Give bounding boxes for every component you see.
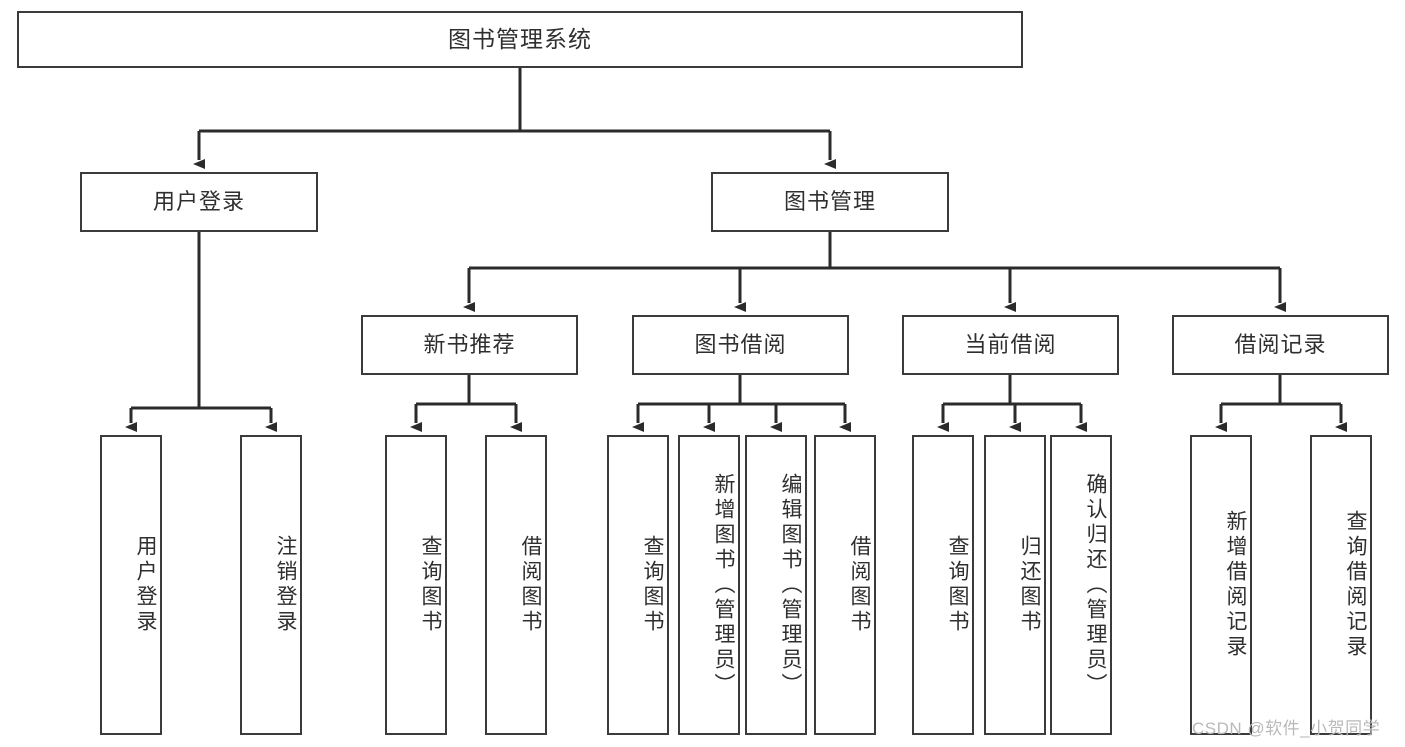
leaf-logout[interactable]: 注销登录	[240, 435, 302, 735]
leaf-add-book-admin-label: 新增图书（管理员）	[712, 472, 735, 698]
leaf-query-book-recommend-label: 查询图书	[419, 535, 442, 635]
leaf-confirm-return-admin-label: 确认归还（管理员）	[1084, 472, 1107, 698]
node-borrow-record-label: 借阅记录	[1234, 331, 1327, 357]
leaf-query-book-borrow-label: 查询图书	[641, 535, 664, 635]
node-book-management[interactable]: 图书管理	[711, 172, 949, 232]
leaf-return-book-label: 归还图书	[1018, 535, 1041, 635]
leaf-query-book-borrow[interactable]: 查询图书	[607, 435, 669, 735]
leaf-query-book-recommend[interactable]: 查询图书	[385, 435, 447, 735]
node-current-borrow-label: 当前借阅	[964, 331, 1057, 357]
leaf-user-login[interactable]: 用户登录	[100, 435, 162, 735]
leaf-borrow-book-label: 借阅图书	[848, 535, 871, 635]
leaf-borrow-book[interactable]: 借阅图书	[814, 435, 876, 735]
leaf-logout-label: 注销登录	[274, 535, 297, 635]
node-borrow-record[interactable]: 借阅记录	[1172, 315, 1389, 375]
leaf-query-book-current[interactable]: 查询图书	[912, 435, 974, 735]
leaf-add-borrow-record-label: 新增借阅记录	[1224, 510, 1247, 660]
leaf-user-login-label: 用户登录	[134, 535, 157, 635]
leaf-confirm-return-admin[interactable]: 确认归还（管理员）	[1050, 435, 1112, 735]
leaf-query-book-current-label: 查询图书	[946, 535, 969, 635]
node-root-label: 图书管理系统	[448, 25, 592, 52]
leaf-query-borrow-record[interactable]: 查询借阅记录	[1310, 435, 1372, 735]
leaf-borrow-book-recommend[interactable]: 借阅图书	[485, 435, 547, 735]
leaf-edit-book-admin-label: 编辑图书（管理员）	[779, 472, 802, 698]
node-root[interactable]: 图书管理系统	[17, 11, 1023, 68]
node-user-login-label: 用户登录	[152, 188, 245, 214]
leaf-add-book-admin[interactable]: 新增图书（管理员）	[678, 435, 740, 735]
leaf-query-borrow-record-label: 查询借阅记录	[1344, 510, 1367, 660]
node-current-borrow[interactable]: 当前借阅	[902, 315, 1119, 375]
leaf-return-book[interactable]: 归还图书	[984, 435, 1046, 735]
leaf-add-borrow-record[interactable]: 新增借阅记录	[1190, 435, 1252, 735]
leaf-edit-book-admin[interactable]: 编辑图书（管理员）	[745, 435, 807, 735]
leaf-borrow-book-recommend-label: 借阅图书	[519, 535, 542, 635]
node-book-management-label: 图书管理	[783, 188, 876, 214]
node-book-borrow-label: 图书借阅	[694, 331, 787, 357]
csdn-watermark: CSDN @软件_小贺同学	[1192, 719, 1381, 738]
node-new-book-recommend[interactable]: 新书推荐	[361, 315, 578, 375]
node-book-borrow[interactable]: 图书借阅	[632, 315, 849, 375]
node-user-login[interactable]: 用户登录	[80, 172, 318, 232]
node-new-book-recommend-label: 新书推荐	[423, 331, 516, 357]
